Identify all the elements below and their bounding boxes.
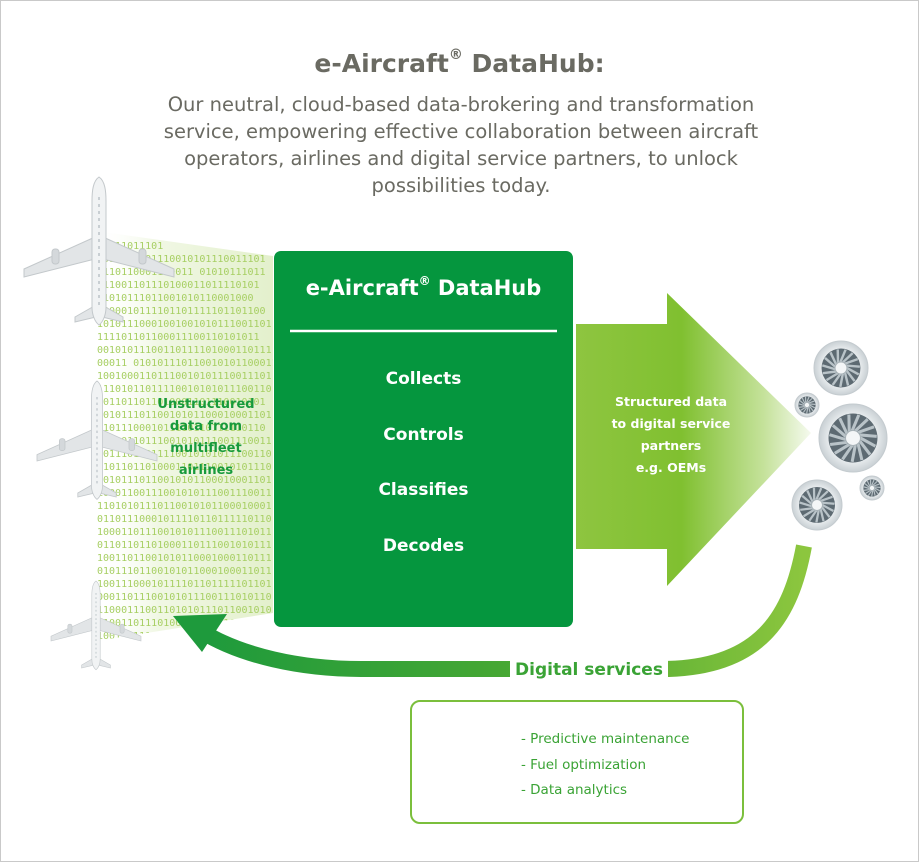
binary-row: 01101101101000110111001010111 [97, 540, 272, 551]
binary-row: 00011011100101011100111010110 [97, 592, 272, 603]
service-item: - Fuel optimization [521, 756, 647, 773]
binary-row: 0110110001110011 01010111011 [97, 267, 266, 278]
binary-row: 10011011001010110001000110111 [97, 553, 272, 564]
binary-row: 01010111011001010110001000 [97, 293, 254, 304]
input-label-line: data from [169, 419, 243, 434]
binary-data-band: 11011011101 0010001101110010101110011101 0… [96, 231, 278, 641]
service-item: - Data analytics [521, 782, 628, 798]
input-label-line: multifleet [170, 441, 242, 456]
engine-group [791, 340, 888, 531]
page-subtitle: Our neutral, cloud-based data-brokering … [163, 93, 759, 197]
feedback-arrow-head [173, 614, 227, 652]
binary-row: 00101011100110111101000110111 [97, 345, 272, 356]
output-label-line: to digital service [611, 416, 731, 431]
binary-row: 10111011011110010101011100110 [97, 449, 272, 460]
binary-row: 01101110001011110110111110110 [97, 514, 272, 525]
datahub-title: e-Aircraft® DataHub [274, 274, 573, 300]
input-label: Unstructured data from multifleet airlin… [146, 394, 266, 482]
binary-row: 1101110001011110110111110110 [97, 423, 266, 434]
binary-row: 1000010111101101111101101100 [97, 306, 266, 317]
datahub-function-collects: Collects [385, 369, 462, 389]
binary-row: 01011101100101011000100011011 [97, 566, 272, 577]
output-label-line: Structured data [614, 394, 728, 409]
aircraft-group [23, 176, 175, 671]
binary-row: 00101110110010101100010001101 [97, 475, 272, 486]
binary-row: 11011011101 [97, 241, 163, 252]
datahub-registered-mark: ® [418, 274, 431, 288]
binary-row: 111001101110100011011110101 [97, 280, 260, 291]
binary-row: 10101110001001001010111001101 [97, 319, 272, 330]
binary-row: 111101101100011100110101011 [97, 332, 260, 343]
binary-row: 00011 010101110110010101100011 [97, 358, 278, 369]
binary-row: 11010101110110010101100010001 [97, 501, 272, 512]
binary-row: 10101110110010101100010001101 [97, 410, 272, 421]
binary-row: 11101011011110010101011100110 [97, 384, 272, 395]
registered-mark: ® [448, 47, 463, 63]
airplane-icon [23, 176, 175, 326]
binary-row: 11000111001101010111011001010 [97, 605, 272, 616]
engine-fan-icon [813, 340, 869, 396]
binary-row: 10001101110010101110011101011 [97, 527, 272, 538]
service-item: - Predictive maintenance [521, 731, 690, 747]
engine-fan-icon [818, 403, 888, 473]
datahub-function-classifies: Classifies [378, 480, 469, 500]
page-title: e-Aircraft® DataHub: [1, 47, 918, 78]
datahub-box [274, 251, 573, 627]
output-label-line: partners [640, 438, 702, 453]
output-arrow [576, 293, 811, 586]
binary-row: 0010001101110010101110011101 [97, 254, 266, 265]
datahub-title-suffix: DataHub [430, 276, 542, 300]
page-title-suffix: DataHub: [462, 49, 605, 78]
airplane-icon [50, 580, 142, 671]
binary-row: 10010001101110010101110011101 [97, 371, 272, 382]
binary-row: 10011100010111101101111101101 [97, 579, 272, 590]
engine-fan-icon [794, 392, 820, 418]
datahub-function-controls: Controls [383, 425, 464, 445]
input-label-line: Unstructured [157, 397, 255, 412]
binary-row: 10001100111001010111001110011 [97, 488, 272, 499]
binary-row: 11011011010001101110010101110 [97, 462, 272, 473]
datahub-function-decodes: Decodes [382, 536, 465, 556]
page-title-text: e-Aircraft [314, 49, 449, 78]
output-label: Structured data to digital service partn… [581, 391, 761, 479]
binary-row: 01000110111001010111001110011 [97, 436, 272, 447]
input-label-line: airlines [178, 463, 234, 478]
services-list: - Predictive maintenance - Fuel optimiza… [521, 727, 689, 804]
datahub-title-text: e-Aircraft [305, 276, 419, 300]
services-box [410, 700, 744, 824]
engine-fan-icon [859, 475, 885, 501]
binary-digits: 11011011101 0010001101110010101110011101 0… [97, 241, 278, 641]
output-label-line: e.g. OEMs [635, 460, 707, 475]
binary-row: 0011011011010001101110010101 [97, 397, 266, 408]
engine-fan-icon [791, 479, 843, 531]
airplane-icon [36, 380, 158, 500]
digital-services-label: Digital services [510, 657, 668, 683]
